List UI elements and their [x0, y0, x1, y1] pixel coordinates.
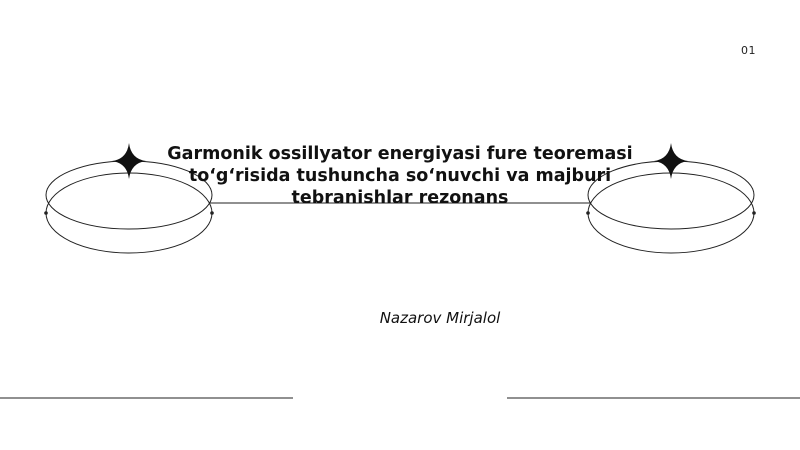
slide-number: 01	[741, 44, 756, 57]
slide-title: Garmonik ossillyator energiyasi fure teo…	[160, 143, 640, 209]
slide-title-line: to‘g‘risida tushuncha so‘nuvchi va majbu…	[188, 166, 612, 186]
right-ring-dot	[752, 211, 756, 215]
sparkle-star-icon	[654, 143, 688, 179]
slide-title-line: Garmonik ossillyator energiyasi fure teo…	[167, 144, 633, 164]
sparkle-star-icon	[112, 143, 146, 179]
left-ring-dot	[210, 211, 214, 215]
right-ring-dot	[586, 211, 590, 215]
author-name: Nazarov Mirjalol	[379, 309, 501, 327]
slide-title-line: tebranishlar rezonans	[291, 188, 509, 208]
left-ring-dot	[44, 211, 48, 215]
